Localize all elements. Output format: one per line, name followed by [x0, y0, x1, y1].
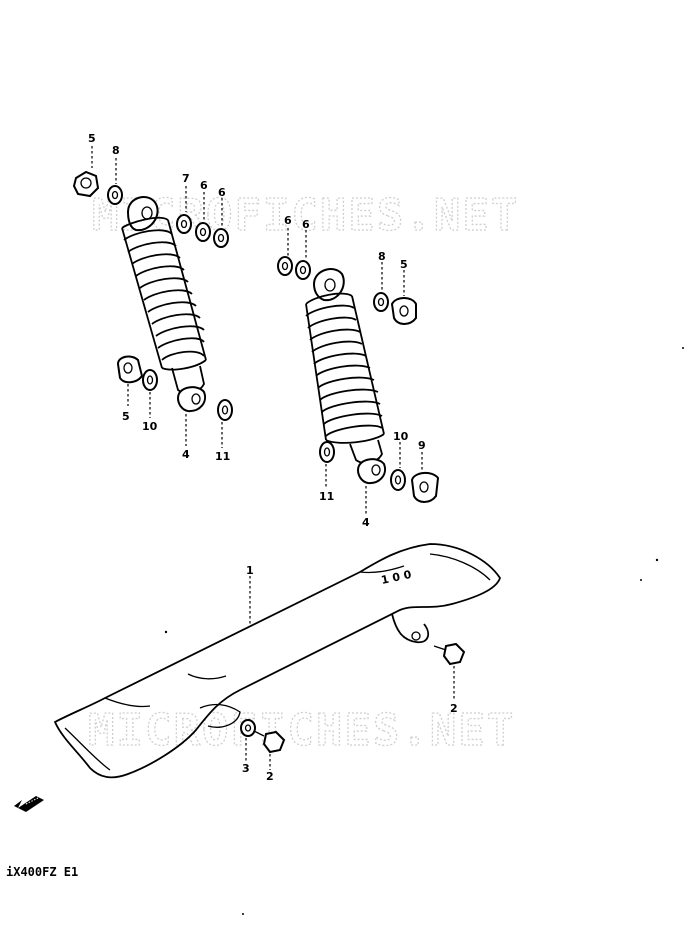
watermark-bottom: MICROFICHES.NET [88, 705, 515, 756]
callout-6-a: 6 [200, 179, 208, 192]
washer-icon [295, 260, 311, 280]
callout-5-top-left: 5 [88, 132, 96, 145]
nut-icon [390, 297, 417, 325]
callout-8-top-left: 8 [112, 144, 120, 157]
callout-7: 7 [182, 172, 190, 185]
callout-3: 3 [242, 762, 250, 775]
shock-absorber-right [305, 268, 386, 485]
callout-9: 9 [418, 439, 426, 452]
callout-6-c: 6 [284, 214, 292, 227]
nut-icon [116, 355, 144, 384]
callout-6-d: 6 [302, 218, 310, 231]
washer-icon [213, 228, 229, 248]
washer-icon [240, 719, 256, 737]
chain-case: 1 0 0 [53, 543, 501, 779]
callout-2-right: 2 [450, 702, 458, 715]
svg-text:1 0 0: 1 0 0 [380, 568, 413, 587]
callout-2-bottom: 2 [266, 770, 274, 783]
front-direction-arrow-icon [14, 796, 44, 812]
washer-icon [176, 214, 192, 234]
callout-8-right: 8 [378, 250, 386, 263]
washer-icon [195, 222, 211, 242]
washer-icon [373, 292, 389, 312]
callout-1: 1 [246, 564, 254, 577]
callout-6-b: 6 [218, 186, 226, 199]
washer-icon [217, 399, 233, 421]
watermark-top: MICROFICHES.NET [92, 190, 519, 241]
bolt-icon [433, 642, 466, 666]
bolt-icon [251, 729, 286, 754]
washer-icon [319, 441, 335, 463]
shock-absorber-left [121, 196, 207, 413]
callout-10-right: 10 [393, 430, 409, 443]
nut-icon [410, 472, 440, 503]
callout-11-left: 11 [215, 450, 230, 463]
washer-icon [107, 185, 123, 205]
callout-11-right: 11 [319, 490, 334, 503]
callout-5-bottom-left: 5 [122, 410, 130, 423]
callout-5-right: 5 [400, 258, 408, 271]
washer-icon [142, 369, 158, 391]
nut-icon [72, 170, 100, 198]
callout-4-left: 4 [182, 448, 190, 461]
washer-icon [390, 469, 406, 491]
washer-icon [277, 256, 293, 276]
callout-4-right: 4 [362, 516, 370, 529]
callout-10-left: 10 [142, 420, 158, 433]
model-code: iX400FZ E1 [6, 865, 78, 879]
